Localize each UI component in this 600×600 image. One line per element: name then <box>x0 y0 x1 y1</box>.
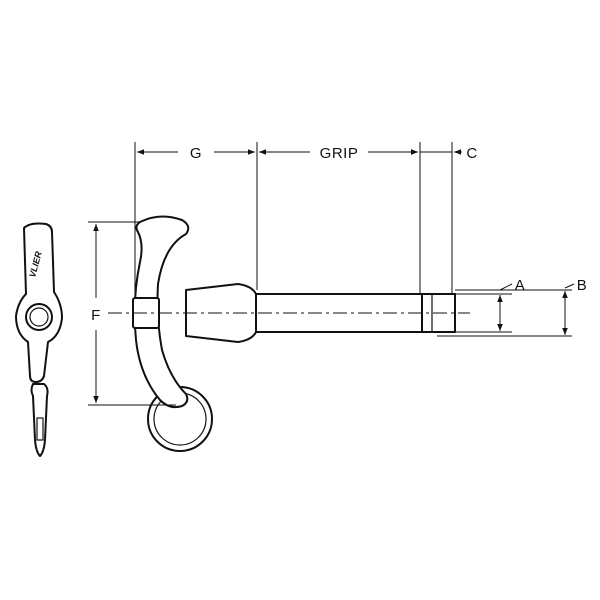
front-view <box>108 215 470 452</box>
dim-label-c: C <box>466 145 477 162</box>
side-view-ring-slot <box>36 417 44 441</box>
side-view-ring-icon <box>30 383 49 457</box>
dim-label-b: B <box>577 277 588 294</box>
t-handle <box>133 215 190 409</box>
dim-label-grip: GRIP <box>320 145 359 162</box>
side-view: VLIER <box>15 222 63 457</box>
dim-label-g: G <box>190 145 202 162</box>
dim-label-f: F <box>91 307 101 324</box>
dimensions: G GRIP C F A B <box>88 142 588 406</box>
side-view-handle <box>15 222 63 383</box>
dim-b-leader <box>564 283 575 289</box>
side-view-ball-inner <box>29 307 49 327</box>
dim-label-a: A <box>515 277 526 294</box>
dim-a-leader <box>499 283 513 291</box>
